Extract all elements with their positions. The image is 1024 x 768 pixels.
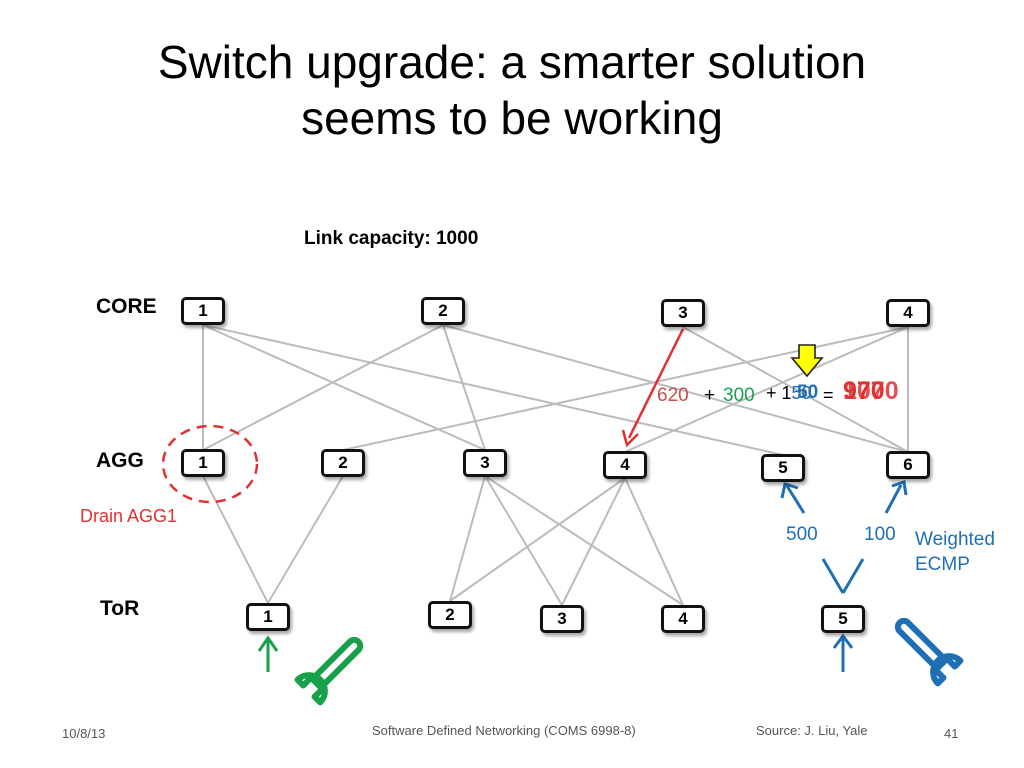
wrench-icon [894, 617, 964, 687]
load-value-under: + 150 [766, 383, 812, 404]
agg-node-5: 5 [761, 454, 805, 482]
core-node-3: 3 [661, 299, 705, 327]
load-value-620: 620 [657, 385, 689, 406]
load-result-1070: 1070 [843, 377, 899, 405]
title-line-1: Switch upgrade: a smarter solution [157, 36, 867, 88]
load-result-970: 970 [843, 377, 885, 405]
layer-label-core: CORE [96, 295, 157, 318]
layer-label-tor: ToR [100, 597, 140, 620]
wrench-icon [294, 636, 364, 706]
agg-node-6: 6 [886, 451, 930, 479]
load-value-50: 50 [797, 382, 819, 403]
agg-node-4: 4 [603, 451, 647, 479]
weight-100-label: 100 [864, 524, 896, 545]
links [202, 324, 909, 606]
plus-one: + 1 [766, 383, 792, 403]
slide-title: Switch upgrade: a smarter solution seems… [0, 34, 1024, 146]
drain-circle [161, 424, 259, 504]
red-arrow [627, 328, 685, 439]
link-capacity-label: Link capacity: 1000 [304, 228, 479, 249]
agg-node-2: 2 [321, 449, 365, 477]
footer-course: Software Defined Networking (COMS 6998-8… [372, 723, 636, 738]
weight-500-label: 500 [786, 524, 818, 545]
load-value-300: 300 [723, 385, 755, 406]
tor-node-5: 5 [821, 605, 865, 633]
red-arrow-head [621, 429, 639, 448]
down-arrow-icon [790, 344, 824, 378]
core-node-2: 2 [421, 297, 465, 325]
core-node-4: 4 [886, 299, 930, 327]
load-value-50-under: 50 [791, 383, 812, 403]
agg-node-1: 1 [181, 449, 225, 477]
plus-sign: + [704, 385, 716, 406]
core-node-1: 1 [181, 297, 225, 325]
weighted-ecmp-line-1: Weighted [915, 529, 995, 550]
layer-label-agg: AGG [96, 449, 144, 472]
tor-node-4: 4 [661, 605, 705, 633]
weighted-ecmp-label: Weighted ECMP [915, 527, 995, 577]
up-arrow-icon [257, 635, 279, 672]
tor-node-1: 1 [246, 603, 290, 631]
tor-node-3: 3 [540, 605, 584, 633]
footer-date: 10/8/13 [62, 726, 106, 741]
weighted-ecmp-arrows [780, 480, 908, 672]
weighted-ecmp-line-2: ECMP [915, 554, 970, 575]
tor-node-2: 2 [428, 601, 472, 629]
agg-node-3: 3 [463, 449, 507, 477]
footer-source: Source: J. Liu, Yale [756, 723, 868, 738]
drain-label: Drain AGG1 [80, 506, 178, 526]
equals-sign: = [823, 385, 834, 405]
footer-page-number: 41 [944, 726, 959, 741]
title-line-2: seems to be working [301, 92, 723, 144]
